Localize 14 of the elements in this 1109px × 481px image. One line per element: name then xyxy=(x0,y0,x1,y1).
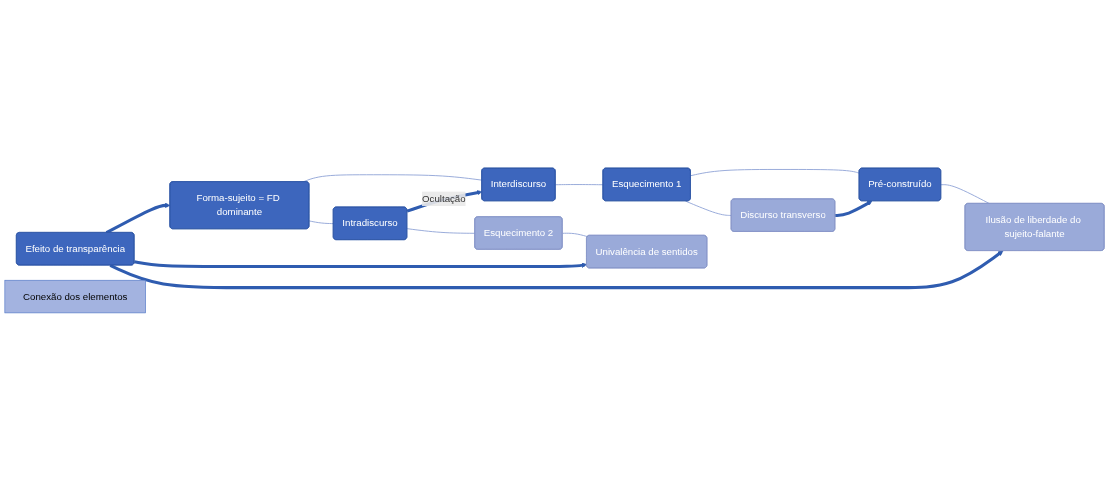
edge-label: Ocultação xyxy=(422,193,466,204)
node-box: Conexão dos elementos xyxy=(4,279,146,314)
connector xyxy=(685,200,732,216)
connector xyxy=(562,232,588,238)
connector xyxy=(308,220,334,225)
connector xyxy=(555,184,604,186)
connector xyxy=(690,169,860,177)
arrow xyxy=(406,190,483,213)
arrow xyxy=(134,260,587,269)
connector xyxy=(406,228,476,234)
arrow xyxy=(835,200,873,217)
connector xyxy=(940,184,990,205)
arrow xyxy=(109,250,1004,290)
connector xyxy=(302,174,483,183)
